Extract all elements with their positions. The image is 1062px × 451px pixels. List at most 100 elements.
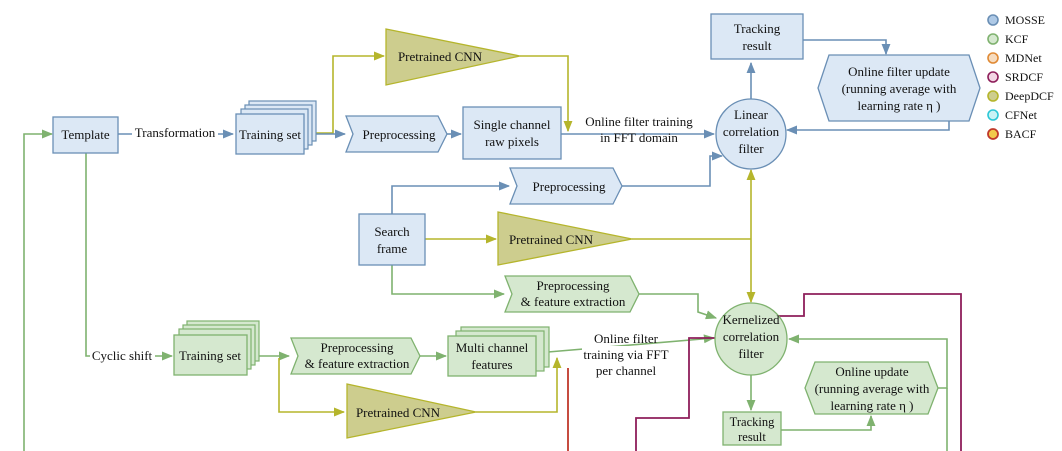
multi-channel-node: Multi channel features [447, 326, 550, 377]
single-channel-line2: raw pixels [485, 134, 539, 149]
pretrained-cnn-top-node: Pretrained CNN [385, 28, 521, 86]
pretrained-cnn-mid-node: Pretrained CNN [497, 211, 633, 266]
legend-marker-srdcf [987, 71, 999, 83]
online-update-line1: Online update [835, 364, 909, 379]
pretrained-cnn-mid-label: Pretrained CNN [509, 232, 594, 247]
online-training-perchannel-line2: training via FFT [583, 347, 668, 362]
edge-tracking-b-to-onlineupdate [781, 414, 876, 431]
connectors [23, 39, 962, 451]
preprocessing-top-node: Preprocessing [345, 115, 448, 153]
preproc-feature-bottom-node: Preprocessing & feature extraction [290, 337, 421, 375]
edge-search-to-preproc-mid [391, 181, 511, 214]
legend-marker-mdnet [987, 52, 999, 64]
template-node: Template [52, 116, 119, 154]
search-frame-node: Search frame [358, 213, 426, 266]
preproc-feature-bottom-line2: & feature extraction [305, 356, 410, 371]
template-label: Template [61, 127, 109, 142]
online-update-node: Online update (running average with lear… [804, 361, 939, 415]
kernelized-filter-line3: filter [738, 346, 764, 361]
training-set-bottom-node: Training set [173, 320, 260, 376]
legend-marker-kcf [987, 33, 999, 45]
edge-trainingset-to-cnn-top [316, 51, 386, 134]
single-channel-node: Single channel raw pixels [462, 106, 562, 160]
legend-item: KCF [987, 32, 1029, 46]
edge-cnn-top-to-training [520, 55, 573, 133]
linear-filter-line3: filter [738, 141, 764, 156]
legend-marker-deepdcf [987, 90, 999, 102]
training-set-top-label: Training set [239, 127, 301, 142]
edge-purple-top [777, 293, 962, 451]
preproc-feature-mid-node: Preprocessing & feature extraction [504, 275, 640, 313]
multi-channel-line2: features [471, 357, 512, 372]
preproc-feature-mid-line2: & feature extraction [521, 294, 626, 309]
kernelized-filter-line2: correlation [723, 329, 780, 344]
multi-channel-line1: Multi channel [456, 340, 529, 355]
edge-search-to-preprocfeat-mid [391, 264, 506, 299]
tracking-result-top-line2: result [743, 38, 772, 53]
legend-label-deepdcf: DeepDCF [1005, 89, 1054, 103]
legend-item: DeepDCF [987, 89, 1054, 103]
edge-cnn-b-to-multichannel [476, 356, 562, 413]
pretrained-cnn-bottom-label: Pretrained CNN [356, 405, 441, 420]
cyclic-shift-label: Cyclic shift [92, 348, 153, 363]
edge-multichannel-to-kernelized [547, 334, 716, 353]
training-set-top-node: Training set [235, 100, 317, 155]
legend-item: BACF [987, 127, 1037, 141]
online-training-fft-line2: in FFT domain [600, 130, 678, 145]
search-frame-line1: Search [374, 224, 410, 239]
online-filter-update-node: Online filter update (running average wi… [817, 54, 981, 122]
kernelized-filter-line1: Kernelized [722, 312, 780, 327]
kernelized-correlation-filter-node: Kernelized correlation filter [714, 302, 788, 376]
legend-label-bacf: BACF [1005, 127, 1037, 141]
edge-onlineupdate-to-kernelized [787, 334, 948, 389]
tracking-result-top-line1: Tracking [734, 21, 781, 36]
online-filter-update-line3: learning rate η ) [858, 98, 941, 113]
linear-correlation-filter-node: Linear correlation filter [715, 98, 787, 170]
online-training-perchannel-line1: Online filter [594, 331, 659, 346]
pretrained-cnn-bottom-node: Pretrained CNN [346, 383, 477, 439]
preproc-feature-bottom-line1: Preprocessing [321, 340, 394, 355]
legend-label-kcf: KCF [1005, 32, 1029, 46]
edge-trainingset-b-to-cnn-b [278, 358, 346, 417]
preprocessing-top-label: Preprocessing [363, 127, 436, 142]
edge-preproc-mid-to-linear [621, 151, 724, 187]
tracking-result-bottom-line1: Tracking [730, 415, 775, 429]
legend-marker-mosse [987, 14, 999, 26]
online-training-fft-line1: Online filter training [585, 114, 693, 129]
edge-left-green-loop [23, 129, 54, 451]
preprocessing-mid-label: Preprocessing [533, 179, 606, 194]
single-channel-line1: Single channel [474, 117, 551, 132]
training-set-bottom-label: Training set [179, 348, 241, 363]
search-frame-line2: frame [377, 241, 408, 256]
linear-filter-line1: Linear [734, 107, 769, 122]
legend-label-mosse: MOSSE [1005, 13, 1045, 27]
edge-preprocfeat-mid-to-kernelized [639, 293, 718, 320]
legend-marker-cfnet [987, 109, 999, 121]
transformation-label: Transformation [135, 125, 216, 140]
edge-purple-left [635, 337, 719, 451]
online-update-line3: learning rate η ) [831, 398, 914, 413]
tracking-result-top-node: Tracking result [710, 13, 804, 60]
legend-item: CFNet [987, 108, 1038, 122]
legend-item: MOSSE [987, 13, 1045, 27]
legend: MOSSE KCF MDNet SRDCF DeepDCF CFNet BACF [987, 13, 1054, 141]
edge-trackingresult-to-update [803, 39, 891, 56]
edge-labels: Transformation Cyclic shift Online filte… [90, 114, 693, 378]
legend-label-mdnet: MDNet [1005, 51, 1042, 65]
online-filter-update-line1: Online filter update [848, 64, 950, 79]
online-filter-update-line2: (running average with [842, 81, 957, 96]
tracking-result-bottom-line2: result [738, 430, 766, 444]
legend-marker-bacf [987, 128, 999, 140]
legend-label-cfnet: CFNet [1005, 108, 1038, 122]
pretrained-cnn-top-label: Pretrained CNN [398, 49, 483, 64]
edge-template-to-cyclicshift [85, 152, 90, 357]
tracking-result-bottom-node: Tracking result [722, 411, 782, 446]
legend-item: MDNet [987, 51, 1042, 65]
legend-label-srdcf: SRDCF [1005, 70, 1043, 84]
linear-filter-line2: correlation [723, 124, 780, 139]
legend-item: SRDCF [987, 70, 1043, 84]
online-training-perchannel-line3: per channel [596, 363, 657, 378]
online-update-line2: (running average with [815, 381, 930, 396]
